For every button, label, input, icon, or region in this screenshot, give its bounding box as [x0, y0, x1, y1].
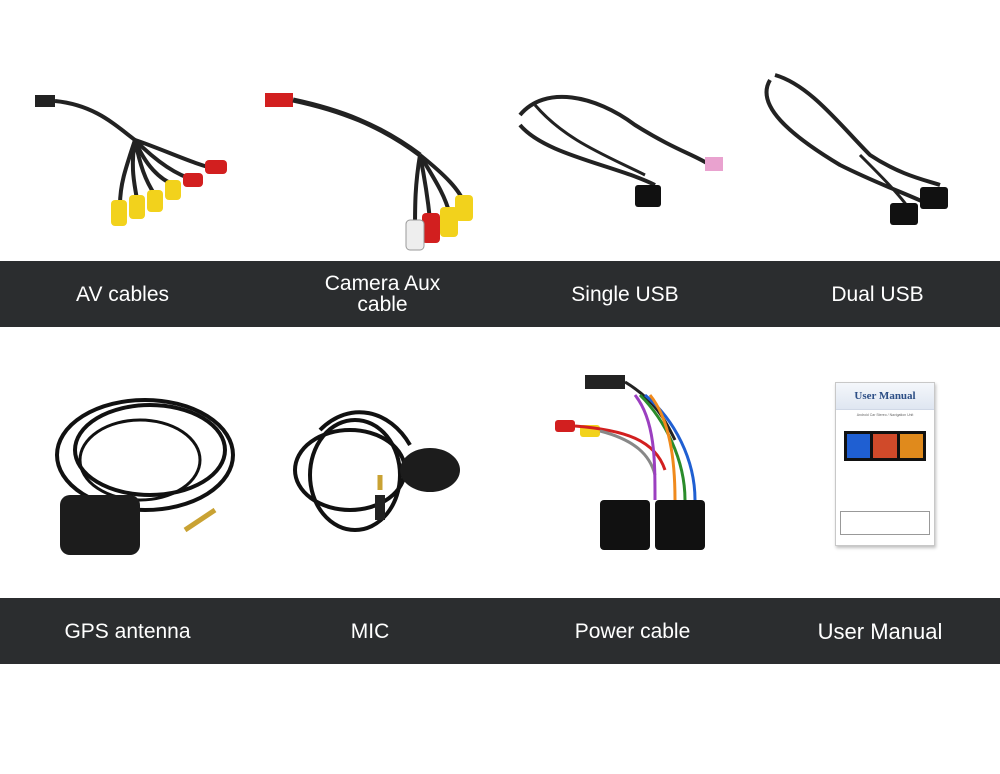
av-cable-icon [25, 55, 240, 240]
item-label-dual-usb: Dual USB [831, 282, 924, 306]
camera-aux-cable-icon [260, 55, 495, 255]
item-label-av-cables: AV cables [76, 282, 169, 306]
manual-title: User Manual [854, 390, 916, 402]
mic-icon [280, 360, 470, 560]
item-label-single-usb: Single USB [571, 282, 679, 306]
item-label-camera-aux-cable: Camera Aux cable [250, 261, 515, 327]
item-label-user-manual: User Manual [817, 618, 943, 644]
item-label-power-cable: Power cable [574, 619, 691, 643]
manual-screen-image [844, 431, 926, 461]
label-bar-top: AV cables Camera Aux cable Single USB Du… [0, 261, 1000, 327]
dual-usb-icon [750, 55, 980, 235]
item-label-camera-aux-cable-text: Camera Aux cable [324, 272, 441, 316]
accessory-images-top [0, 55, 1000, 255]
item-label-mic: MIC [350, 619, 390, 643]
manual-note-box [840, 511, 930, 535]
single-usb-icon [505, 55, 735, 225]
label-bar-bottom: GPS antenna MIC Power cable User Manual [0, 598, 1000, 664]
manual-subtitle: Android Car Stereo / Navigation Unit [856, 413, 914, 417]
manual-booklet: User Manual Android Car Stereo / Navigat… [835, 382, 935, 546]
gps-antenna-icon [40, 360, 235, 570]
accessory-images-bottom: User Manual Android Car Stereo / Navigat… [0, 360, 1000, 585]
power-cable-icon [545, 360, 725, 570]
item-label-gps-antenna: GPS antenna [64, 619, 191, 643]
